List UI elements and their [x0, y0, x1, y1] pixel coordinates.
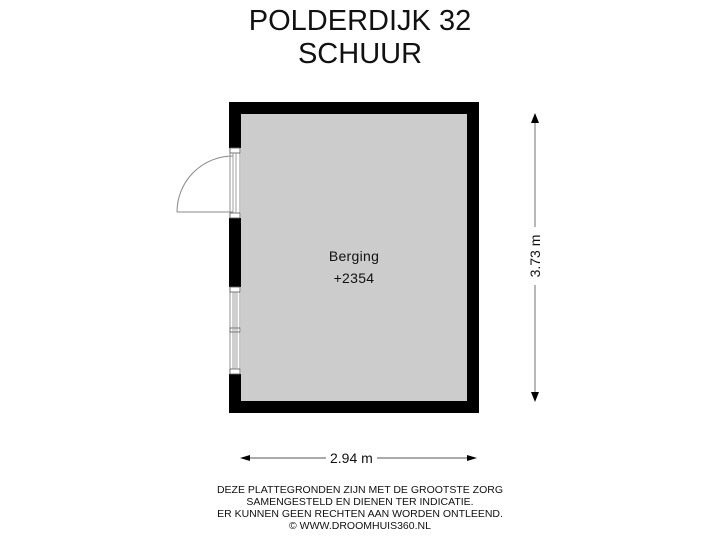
floorplan-title-address: POLDERDIJK 32 — [248, 5, 472, 37]
wall-bottom — [229, 401, 479, 413]
copyright-line: © WWW.DROOMHUIS360.NL — [289, 520, 431, 532]
room-name-label: Berging — [328, 248, 380, 264]
disclaimer-line: SAMENGESTELD EN DIENEN TER INDICATIE. — [246, 496, 474, 508]
door-swing-arc — [176, 155, 234, 213]
wall-top — [229, 102, 479, 114]
room-floor-berging — [241, 114, 467, 401]
wall-left-lower — [229, 374, 241, 413]
wall-left-middle — [229, 218, 241, 287]
disclaimer-line: ER KUNNEN GEEN RECHTEN AAN WORDEN ONTLEE… — [217, 508, 503, 520]
disclaimer: DEZE PLATTEGRONDEN ZIJN MET DE GROOTSTE … — [0, 484, 720, 532]
height-dimension-label: 3.73 m — [527, 227, 543, 285]
door — [176, 147, 241, 219]
room-level-label: +2354 — [333, 270, 375, 286]
wall-left-upper — [229, 102, 241, 148]
window — [229, 286, 241, 375]
width-dimension-label: 2.94 m — [326, 450, 377, 466]
disclaimer-line: DEZE PLATTEGRONDEN ZIJN MET DE GROOTSTE … — [216, 484, 504, 496]
walls — [229, 102, 479, 413]
wall-right — [467, 102, 479, 413]
floorplan-title-building: SCHUUR — [297, 38, 423, 70]
